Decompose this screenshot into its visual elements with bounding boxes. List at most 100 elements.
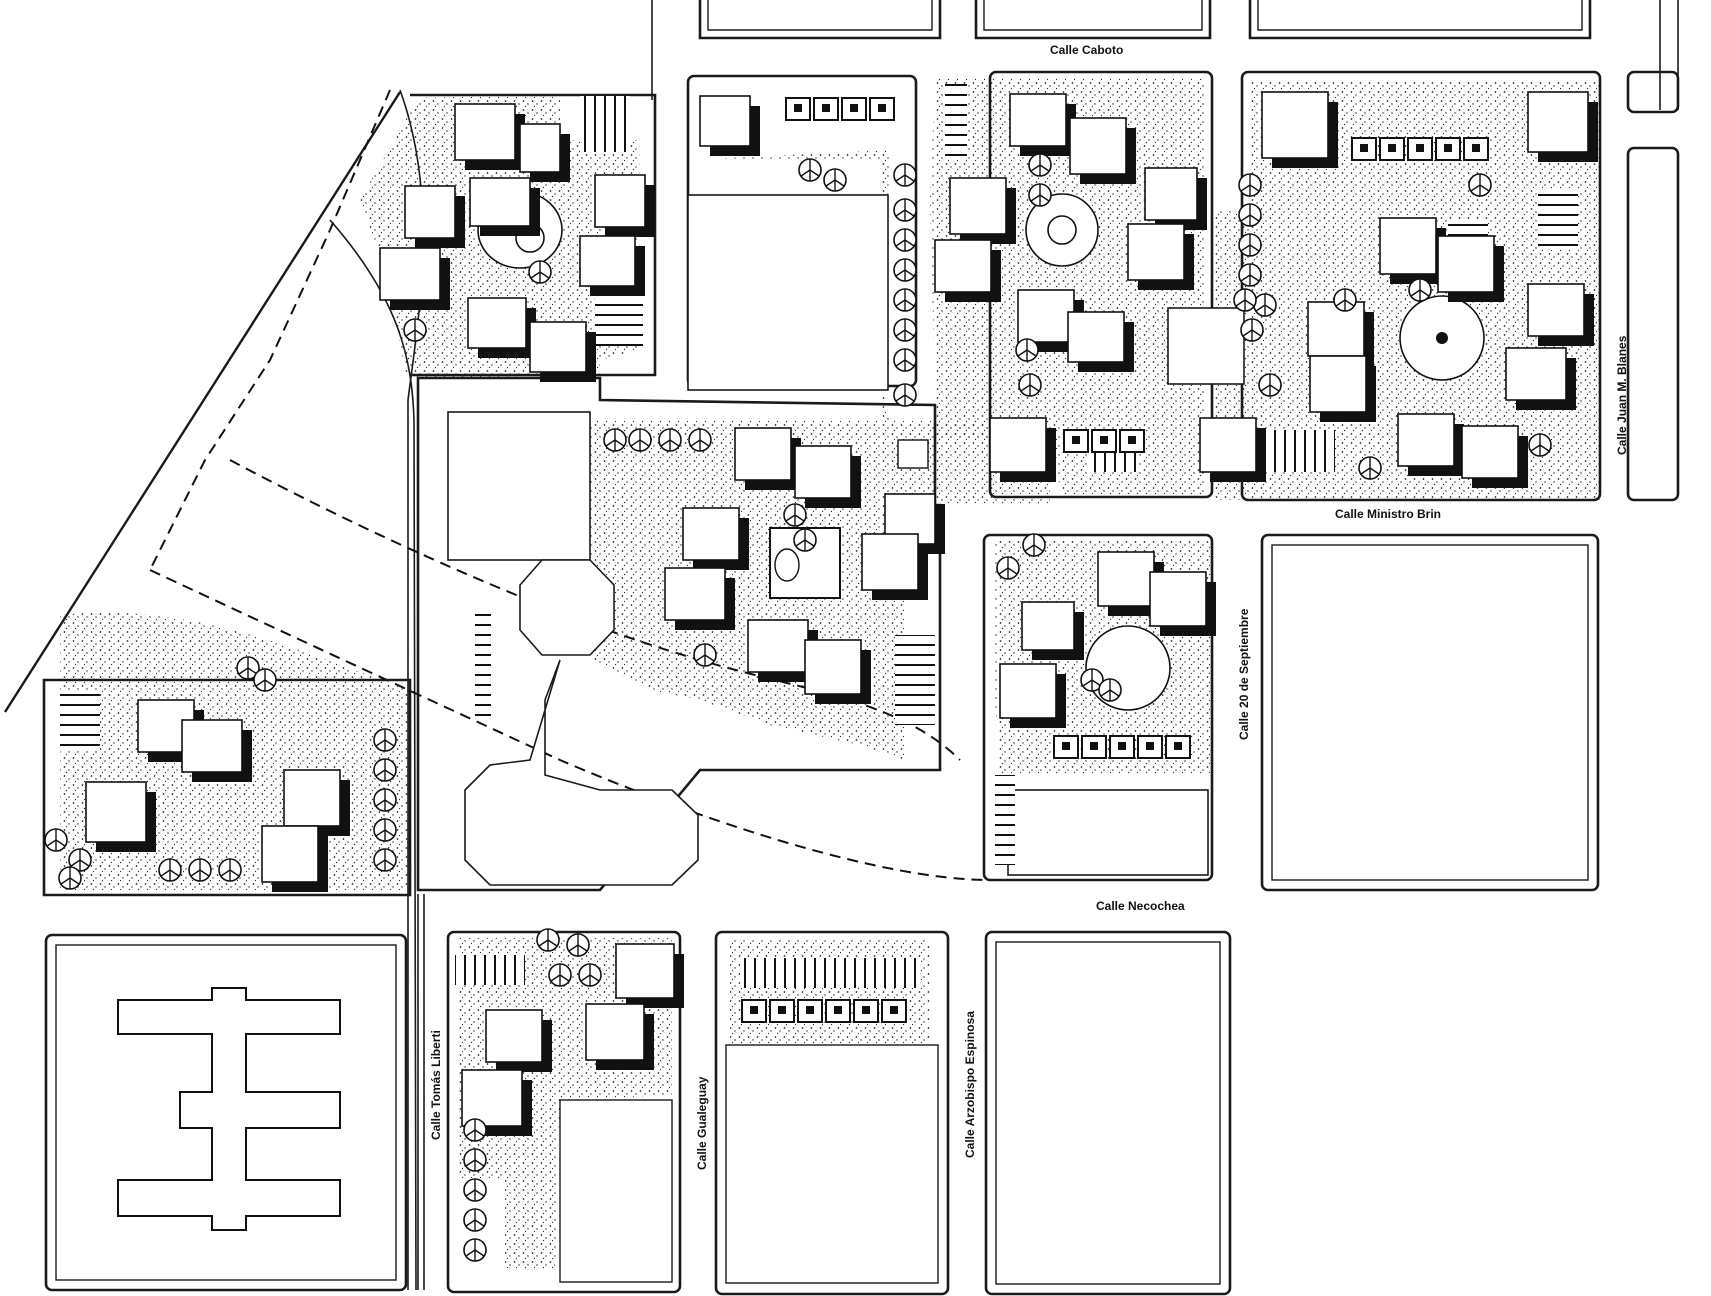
tree-branches xyxy=(1082,669,1102,691)
plazas-and-fields xyxy=(447,191,1485,886)
tree-branches xyxy=(1360,457,1380,479)
building-block xyxy=(461,1069,523,1127)
tree-branches xyxy=(190,859,210,881)
building-block xyxy=(1199,417,1257,473)
top-street-blocks xyxy=(698,0,1592,40)
row-house-door xyxy=(750,1006,758,1014)
tree-branches xyxy=(1235,289,1255,311)
tree-branches xyxy=(1240,204,1260,226)
row-house-door xyxy=(1472,144,1480,152)
tree-branches xyxy=(1335,289,1355,311)
building-block xyxy=(934,239,992,293)
street-label-tomas-liberti: Calle Tomás Liberti xyxy=(429,1030,443,1140)
street-label-ministro-brin: Calle Ministro Brin xyxy=(1335,507,1441,521)
row-house-door xyxy=(1072,436,1080,444)
row-house-door xyxy=(1100,436,1108,444)
street-labels: Calle Caboto Calle Ministro Brin Calle J… xyxy=(429,43,1629,1170)
building-block xyxy=(1009,93,1067,147)
building-block xyxy=(585,1003,645,1061)
row-house-door xyxy=(794,104,802,112)
row-house-door xyxy=(1128,436,1136,444)
tree-branches xyxy=(580,964,600,986)
tree-branches xyxy=(895,349,915,371)
tree-branches xyxy=(1017,339,1037,361)
row-house-door xyxy=(1174,742,1182,750)
tree-branches xyxy=(1242,319,1262,341)
building-block xyxy=(682,507,740,561)
building-block xyxy=(454,103,516,161)
building-block xyxy=(1127,223,1185,281)
tree-branches xyxy=(1030,154,1050,176)
street-label-gualeguay: Calle Gualeguay xyxy=(695,1076,709,1170)
building-block xyxy=(594,174,646,228)
building-block xyxy=(261,825,319,883)
building-block xyxy=(1144,167,1198,221)
tree-branches xyxy=(1240,174,1260,196)
row-house-door xyxy=(878,104,886,112)
building-block xyxy=(1379,217,1437,275)
row-house-door xyxy=(1444,144,1452,152)
tree-branches xyxy=(405,319,425,341)
row-house-door xyxy=(890,1006,898,1014)
tree-branches xyxy=(630,429,650,451)
tree-branches xyxy=(530,261,550,283)
building-masses xyxy=(85,91,1598,1136)
tree-branches xyxy=(895,199,915,221)
tree-branches xyxy=(465,1119,485,1141)
tree-branches xyxy=(1240,234,1260,256)
tree-branches xyxy=(375,849,395,871)
row-house-door xyxy=(1118,742,1126,750)
cross-plan-building xyxy=(117,987,341,1231)
row-house-door xyxy=(1416,144,1424,152)
row-house-door xyxy=(1062,742,1070,750)
tree-branches xyxy=(895,319,915,341)
building-block xyxy=(467,297,527,349)
tree-branches xyxy=(660,429,680,451)
building-block xyxy=(1021,601,1075,651)
tree-branches xyxy=(375,759,395,781)
tree-branches xyxy=(895,384,915,406)
row-house-door xyxy=(1090,742,1098,750)
building-block xyxy=(579,235,636,287)
building-block xyxy=(949,177,1007,235)
building-block xyxy=(1261,91,1329,159)
building-block xyxy=(519,123,561,173)
tree-branches xyxy=(795,529,815,551)
tree-branches xyxy=(160,859,180,881)
row-house-door xyxy=(1388,144,1396,152)
building-block xyxy=(794,445,852,499)
building-block xyxy=(1017,289,1075,343)
tree-branches xyxy=(46,829,66,851)
tree-branches xyxy=(800,159,820,181)
building-block xyxy=(1149,571,1207,627)
street-label-20-de-septiembre: Calle 20 de Septiembre xyxy=(1237,608,1251,740)
tree-branches xyxy=(605,429,625,451)
building-block xyxy=(989,417,1047,473)
tree-branches xyxy=(1020,374,1040,396)
building-block xyxy=(469,177,531,227)
row-house-door xyxy=(822,104,830,112)
row-house-door xyxy=(1146,742,1154,750)
tree-branches xyxy=(465,1209,485,1231)
building-block xyxy=(1527,283,1585,337)
building-block xyxy=(699,95,751,147)
tree-branches xyxy=(785,504,805,526)
tree-branches xyxy=(465,1179,485,1201)
building-block xyxy=(615,943,675,999)
building-block xyxy=(1309,355,1367,413)
building-block xyxy=(1461,425,1519,479)
building-block xyxy=(747,619,809,673)
building-block xyxy=(181,719,243,773)
tree-branches xyxy=(1260,374,1280,396)
building-block xyxy=(404,185,456,239)
street-label-necochea: Calle Necochea xyxy=(1096,899,1185,913)
tree-branches xyxy=(1024,534,1044,556)
tree-branches xyxy=(375,789,395,811)
tree-branches xyxy=(1255,294,1275,316)
dashed-boundaries xyxy=(149,89,991,881)
building-block xyxy=(1097,551,1155,607)
street-label-caboto: Calle Caboto xyxy=(1050,43,1123,57)
tree-branches xyxy=(895,289,915,311)
tree-branches xyxy=(825,169,845,191)
building-block xyxy=(1307,301,1365,357)
